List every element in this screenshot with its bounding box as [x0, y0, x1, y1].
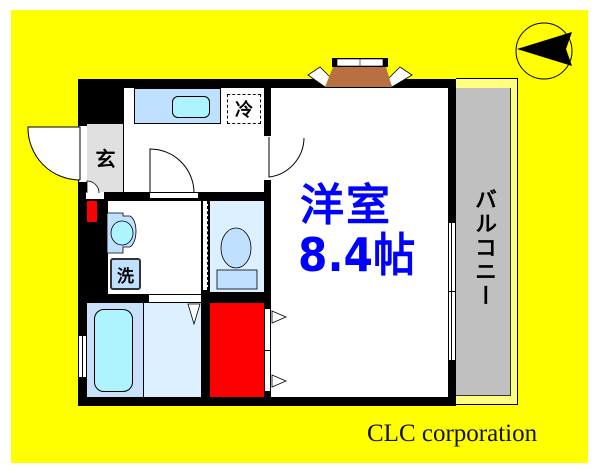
- front-door-swing[interactable]: [27, 126, 81, 182]
- kitchen-sink-icon: [172, 96, 210, 118]
- bathroom-door-icon[interactable]: [187, 303, 201, 326]
- entrance: [87, 124, 124, 192]
- meter-box: [87, 201, 97, 222]
- closet: [210, 303, 264, 397]
- washer-space: 洗: [110, 258, 141, 290]
- kitchen-doorway: [149, 192, 199, 199]
- closet-door-arrow-icon: [271, 310, 288, 324]
- western-room-size: 8.4帖: [298, 228, 416, 282]
- kitchen-door-swing[interactable]: [149, 148, 199, 194]
- entrance-label: 玄: [95, 146, 116, 171]
- western-room-name: 洋室: [300, 180, 392, 231]
- closet-door-split: [264, 350, 271, 351]
- entrance-step: [86, 192, 104, 199]
- room-door-swing[interactable]: [268, 136, 312, 180]
- bay-window[interactable]: [300, 55, 420, 90]
- toilet-icon: [216, 227, 258, 290]
- fridge-space: 冷: [227, 94, 261, 124]
- balcony-label: バルコニー: [471, 187, 496, 308]
- balcony-window-center: [449, 291, 455, 292]
- washbasin-icon: [106, 212, 137, 254]
- balcony: [456, 88, 511, 396]
- compass-north-arrow-icon: [515, 22, 573, 80]
- closet-door-arrow-icon: [271, 374, 288, 388]
- toilet-sliding-door[interactable]: [202, 201, 208, 290]
- bathroom-window-sash: [82, 335, 83, 378]
- washroom-doorway: [148, 294, 202, 303]
- shoe-cabinet-door[interactable]: [86, 180, 102, 194]
- bathtub-icon: [94, 309, 133, 392]
- company-name: CLC corporation: [367, 420, 538, 447]
- room-doorway: [264, 136, 271, 180]
